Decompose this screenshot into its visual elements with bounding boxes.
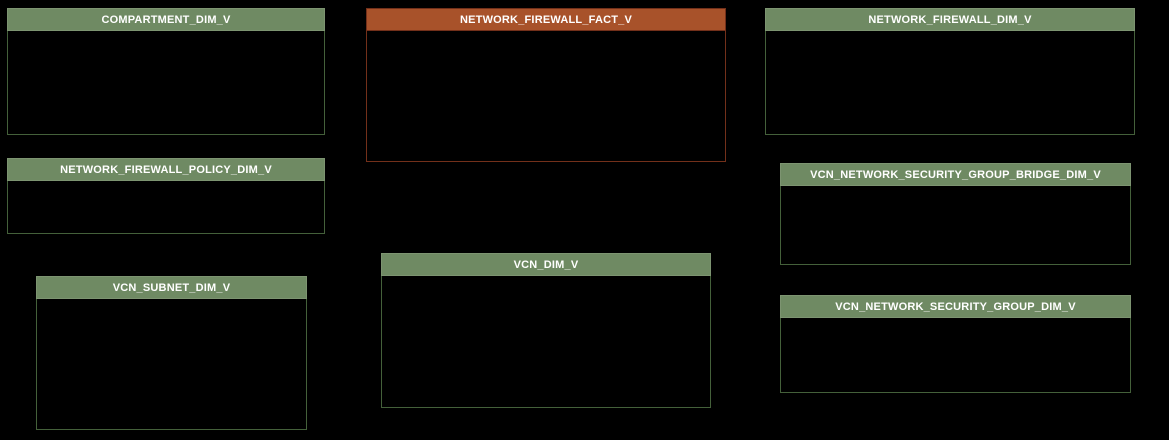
table-header: NETWORK_FIREWALL_DIM_V bbox=[765, 8, 1135, 31]
table-vcn-network-security-group-dim-v[interactable]: VCN_NETWORK_SECURITY_GROUP_DIM_V bbox=[780, 295, 1131, 393]
table-title: NETWORK_FIREWALL_FACT_V bbox=[459, 13, 633, 26]
table-compartment-dim-v[interactable]: COMPARTMENT_DIM_V bbox=[7, 8, 325, 135]
table-network-firewall-policy-dim-v[interactable]: NETWORK_FIREWALL_POLICY_DIM_V bbox=[7, 158, 325, 234]
table-title: VCN_DIM_V bbox=[513, 258, 579, 271]
table-body bbox=[780, 186, 1131, 265]
table-header: VCN_NETWORK_SECURITY_GROUP_BRIDGE_DIM_V bbox=[780, 163, 1131, 186]
table-header: VCN_DIM_V bbox=[381, 253, 711, 276]
table-title: COMPARTMENT_DIM_V bbox=[101, 13, 231, 26]
table-header: NETWORK_FIREWALL_FACT_V bbox=[366, 8, 726, 31]
table-body bbox=[765, 31, 1135, 135]
table-title: VCN_SUBNET_DIM_V bbox=[112, 281, 231, 294]
table-vcn-dim-v[interactable]: VCN_DIM_V bbox=[381, 253, 711, 408]
table-body bbox=[381, 276, 711, 408]
table-title: VCN_NETWORK_SECURITY_GROUP_BRIDGE_DIM_V bbox=[810, 168, 1101, 181]
table-title: VCN_NETWORK_SECURITY_GROUP_DIM_V bbox=[835, 300, 1076, 313]
table-header: COMPARTMENT_DIM_V bbox=[7, 8, 325, 31]
table-network-firewall-dim-v[interactable]: NETWORK_FIREWALL_DIM_V bbox=[765, 8, 1135, 135]
table-body bbox=[366, 31, 726, 162]
table-vcn-network-security-group-bridge-dim-v[interactable]: VCN_NETWORK_SECURITY_GROUP_BRIDGE_DIM_V bbox=[780, 163, 1131, 265]
table-header: VCN_SUBNET_DIM_V bbox=[36, 276, 307, 299]
table-body bbox=[7, 181, 325, 234]
table-body bbox=[7, 31, 325, 135]
table-header: NETWORK_FIREWALL_POLICY_DIM_V bbox=[7, 158, 325, 181]
table-vcn-subnet-dim-v[interactable]: VCN_SUBNET_DIM_V bbox=[36, 276, 307, 430]
table-header: VCN_NETWORK_SECURITY_GROUP_DIM_V bbox=[780, 295, 1131, 318]
table-title: NETWORK_FIREWALL_DIM_V bbox=[868, 13, 1032, 26]
table-body bbox=[36, 299, 307, 430]
table-body bbox=[780, 318, 1131, 393]
table-title: NETWORK_FIREWALL_POLICY_DIM_V bbox=[60, 163, 272, 176]
table-network-firewall-fact-v[interactable]: NETWORK_FIREWALL_FACT_V bbox=[366, 8, 726, 162]
